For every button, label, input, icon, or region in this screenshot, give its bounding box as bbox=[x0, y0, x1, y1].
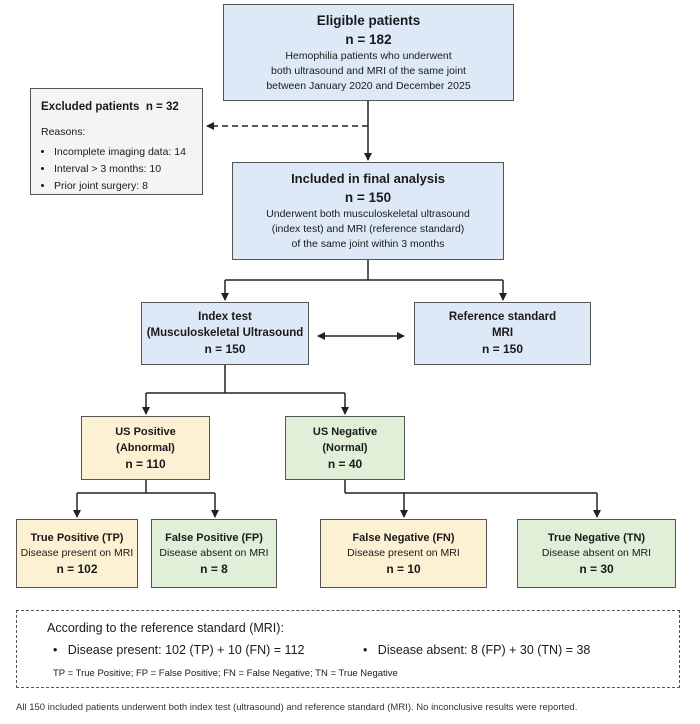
tp-desc: Disease present on MRI bbox=[20, 546, 134, 559]
us-negative-box: US Negative (Normal) n = 40 bbox=[285, 416, 405, 480]
fn-desc: Disease present on MRI bbox=[347, 546, 460, 559]
tp-title: True Positive (TP) bbox=[30, 531, 124, 544]
fp-count: n = 8 bbox=[200, 561, 228, 576]
index-test-subtitle: (Musculoskeletal Ultrasound bbox=[146, 327, 304, 339]
included-count: n = 150 bbox=[344, 190, 392, 205]
true-positive-box: True Positive (TP) Disease present on MR… bbox=[16, 519, 138, 588]
us-negative-count: n = 40 bbox=[327, 456, 363, 471]
excluded-reason: Interval > 3 months: 10 bbox=[54, 161, 186, 178]
summary-present-item: • Disease present: 102 (TP) + 10 (FN) = … bbox=[53, 643, 305, 657]
tn-count: n = 30 bbox=[579, 561, 614, 576]
tn-title: True Negative (TN) bbox=[547, 531, 646, 544]
true-negative-box: True Negative (TN) Disease absent on MRI… bbox=[517, 519, 676, 588]
summary-absent-item: • Disease absent: 8 (FP) + 30 (TN) = 38 bbox=[363, 643, 591, 657]
excluded-patients-box: Excluded patients n = 32 Reasons: Incomp… bbox=[30, 88, 203, 195]
excluded-reasons-list: Incomplete imaging data: 14 Interval > 3… bbox=[41, 144, 186, 195]
excluded-reason: Prior joint surgery: 8 bbox=[54, 178, 186, 195]
us-positive-subtitle: (Abnormal) bbox=[116, 441, 175, 454]
excluded-heading: Excluded patients n = 32 bbox=[41, 99, 179, 115]
eligible-desc-3: between January 2020 and December 2025 bbox=[266, 80, 471, 92]
included-desc-1: Underwent both musculoskeletal ultrasoun… bbox=[266, 208, 470, 220]
reference-standard-box: Reference standard MRI n = 150 bbox=[414, 302, 591, 365]
eligible-desc-2: both ultrasound and MRI of the same join… bbox=[271, 65, 466, 77]
index-test-title: Index test bbox=[198, 311, 252, 323]
reference-title: Reference standard bbox=[448, 311, 557, 323]
summary-box: According to the reference standard (MRI… bbox=[16, 610, 680, 688]
summary-present: Disease present: 102 (TP) + 10 (FN) = 11… bbox=[67, 643, 305, 657]
excluded-count: n = 32 bbox=[145, 101, 179, 113]
footnote: All 150 included patients underwent both… bbox=[16, 702, 578, 713]
false-positive-box: False Positive (FP) Disease absent on MR… bbox=[151, 519, 277, 588]
reference-count: n = 150 bbox=[481, 342, 524, 356]
reference-subtitle: MRI bbox=[491, 327, 514, 339]
false-negative-box: False Negative (FN) Disease present on M… bbox=[320, 519, 487, 588]
summary-heading: According to the reference standard (MRI… bbox=[47, 621, 284, 635]
tp-count: n = 102 bbox=[56, 561, 98, 576]
eligible-desc-1: Hemophilia patients who underwent bbox=[285, 50, 452, 62]
index-test-count: n = 150 bbox=[204, 342, 246, 356]
us-negative-subtitle: (Normal) bbox=[322, 441, 368, 454]
us-positive-count: n = 110 bbox=[125, 456, 166, 471]
summary-absent: Disease absent: 8 (FP) + 30 (TN) = 38 bbox=[377, 643, 591, 657]
summary-abbreviations: TP = True Positive; FP = False Positive;… bbox=[53, 668, 398, 679]
eligible-count: n = 182 bbox=[345, 32, 392, 47]
fp-title: False Positive (FP) bbox=[165, 531, 263, 544]
excluded-reasons-label: Reasons: bbox=[41, 126, 86, 138]
tn-desc: Disease absent on MRI bbox=[541, 546, 652, 559]
summary-row: • Disease present: 102 (TP) + 10 (FN) = … bbox=[47, 640, 679, 660]
index-test-box: Index test (Musculoskeletal Ultrasound n… bbox=[141, 302, 309, 365]
us-positive-box: US Positive (Abnormal) n = 110 bbox=[81, 416, 210, 480]
eligible-patients-box: Eligible patients n = 182 Hemophilia pat… bbox=[223, 4, 514, 101]
eligible-title: Eligible patients bbox=[316, 13, 421, 28]
fn-count: n = 10 bbox=[386, 561, 421, 576]
fn-title: False Negative (FN) bbox=[352, 531, 455, 544]
included-title: Included in final analysis bbox=[291, 171, 445, 186]
us-positive-title: US Positive bbox=[115, 425, 176, 438]
included-desc-3: of the same joint within 3 months bbox=[291, 238, 445, 250]
included-analysis-box: Included in final analysis n = 150 Under… bbox=[232, 162, 504, 260]
excluded-reason: Incomplete imaging data: 14 bbox=[54, 144, 186, 161]
us-negative-title: US Negative bbox=[312, 425, 378, 438]
excluded-title: Excluded patients bbox=[41, 101, 140, 113]
included-desc-2: (index test) and MRI (reference standard… bbox=[271, 223, 465, 235]
fp-desc: Disease absent on MRI bbox=[159, 546, 269, 559]
